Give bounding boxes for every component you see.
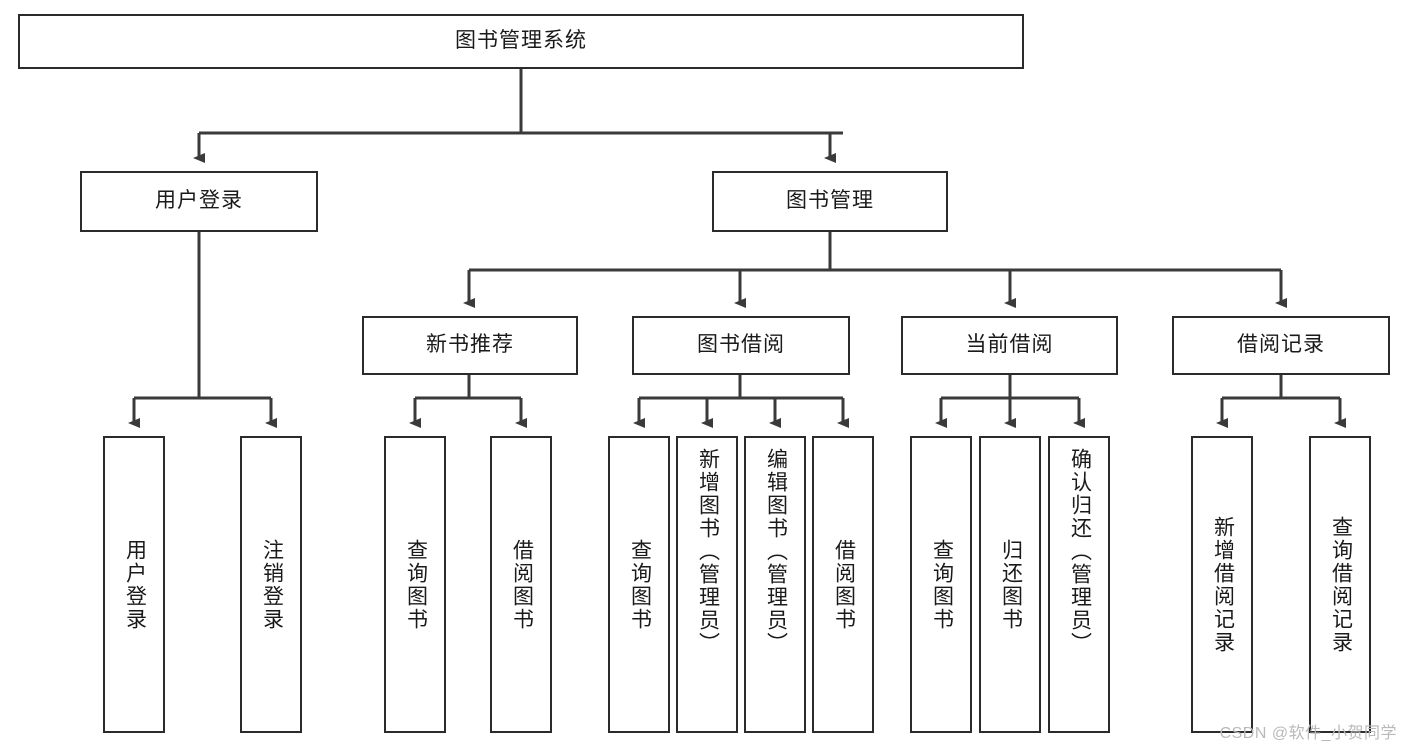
node-label: 借阅记录: [1237, 333, 1325, 357]
leaf-label: 注销登录: [260, 538, 284, 631]
leaf-label: 借阅图书: [832, 538, 856, 631]
node-label: 当前借阅: [965, 333, 1054, 357]
leaf-borrow-query-book[interactable]: 查询图书: [608, 436, 670, 733]
leaf-user-login-login[interactable]: 用户登录: [103, 436, 165, 733]
leaf-label: 新增借阅记录: [1211, 515, 1235, 654]
node-book-management[interactable]: 图书管理: [712, 171, 948, 232]
node-borrow-records[interactable]: 借阅记录: [1172, 316, 1390, 375]
leaf-label: 编辑图书（管理员）: [764, 448, 788, 655]
node-label: 图书管理系统: [455, 29, 587, 53]
csdn-watermark: CSDN @软件_小贺同学: [1219, 725, 1397, 742]
leaf-current-query-book[interactable]: 查询图书: [910, 436, 972, 733]
node-label: 图书借阅: [697, 333, 785, 357]
node-book-borrow[interactable]: 图书借阅: [632, 316, 850, 375]
leaf-label: 查询图书: [930, 538, 954, 631]
node-label: 图书管理: [786, 189, 874, 213]
node-new-book-recommend[interactable]: 新书推荐: [362, 316, 578, 375]
leaf-label: 查询借阅记录: [1329, 515, 1353, 654]
leaf-label: 查询图书: [404, 538, 428, 631]
node-current-borrow[interactable]: 当前借阅: [901, 316, 1118, 375]
leaf-label: 查询图书: [628, 538, 652, 631]
leaf-label: 归还图书: [999, 538, 1023, 631]
leaf-borrow-add-book-admin[interactable]: 新增图书（管理员）: [676, 436, 738, 733]
leaf-label: 确认归还（管理员）: [1068, 448, 1092, 655]
leaf-newbook-query-book[interactable]: 查询图书: [384, 436, 446, 733]
leaf-records-add-record[interactable]: 新增借阅记录: [1191, 436, 1253, 733]
leaf-label: 新增图书（管理员）: [696, 448, 720, 655]
node-label: 用户登录: [155, 189, 243, 213]
leaf-user-login-logout[interactable]: 注销登录: [240, 436, 302, 733]
leaf-records-query-record[interactable]: 查询借阅记录: [1309, 436, 1371, 733]
leaf-current-return-book[interactable]: 归还图书: [979, 436, 1041, 733]
leaf-newbook-borrow-book[interactable]: 借阅图书: [490, 436, 552, 733]
node-label: 新书推荐: [426, 333, 514, 357]
node-user-login[interactable]: 用户登录: [80, 171, 318, 232]
leaf-borrow-borrow-book[interactable]: 借阅图书: [812, 436, 874, 733]
leaf-current-confirm-return-admin[interactable]: 确认归还（管理员）: [1048, 436, 1110, 733]
leaf-borrow-edit-book-admin[interactable]: 编辑图书（管理员）: [744, 436, 806, 733]
node-root-book-management-system[interactable]: 图书管理系统: [18, 14, 1024, 69]
leaf-label: 用户登录: [123, 538, 147, 631]
leaf-label: 借阅图书: [510, 538, 534, 631]
